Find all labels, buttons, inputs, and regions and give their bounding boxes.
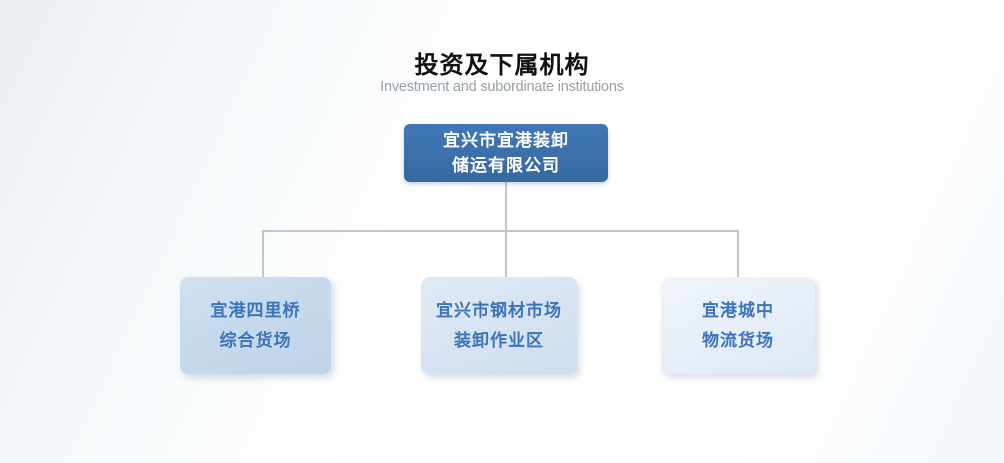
- org-node-child-2-line2: 装卸作业区: [454, 330, 544, 350]
- org-node-child-1-line1: 宜港四里桥: [210, 300, 301, 320]
- org-node-child-2: 宜兴市钢材市场 装卸作业区: [421, 277, 577, 374]
- org-node-root: 宜兴市宜港装卸 储运有限公司: [404, 124, 608, 182]
- connector-right-vertical: [737, 230, 739, 278]
- org-node-root-line2: 储运有限公司: [452, 156, 560, 175]
- org-node-child-1: 宜港四里桥 综合货场: [180, 277, 331, 374]
- page-title: 投资及下属机构: [414, 52, 590, 79]
- connector-horizontal: [262, 230, 739, 232]
- org-node-child-3-line1: 宜港城中: [702, 300, 774, 320]
- connector-root-vertical: [505, 181, 507, 278]
- connector-left-vertical: [262, 230, 264, 278]
- org-node-child-2-line1: 宜兴市钢材市场: [436, 300, 562, 320]
- page-subtitle: Investment and subordinate institutions: [380, 79, 624, 95]
- org-node-child-3: 宜港城中 物流货场: [661, 277, 815, 374]
- org-node-child-3-line2: 物流货场: [702, 330, 774, 350]
- org-node-root-line1: 宜兴市宜港装卸: [443, 131, 569, 150]
- org-node-child-1-line2: 综合货场: [219, 330, 292, 350]
